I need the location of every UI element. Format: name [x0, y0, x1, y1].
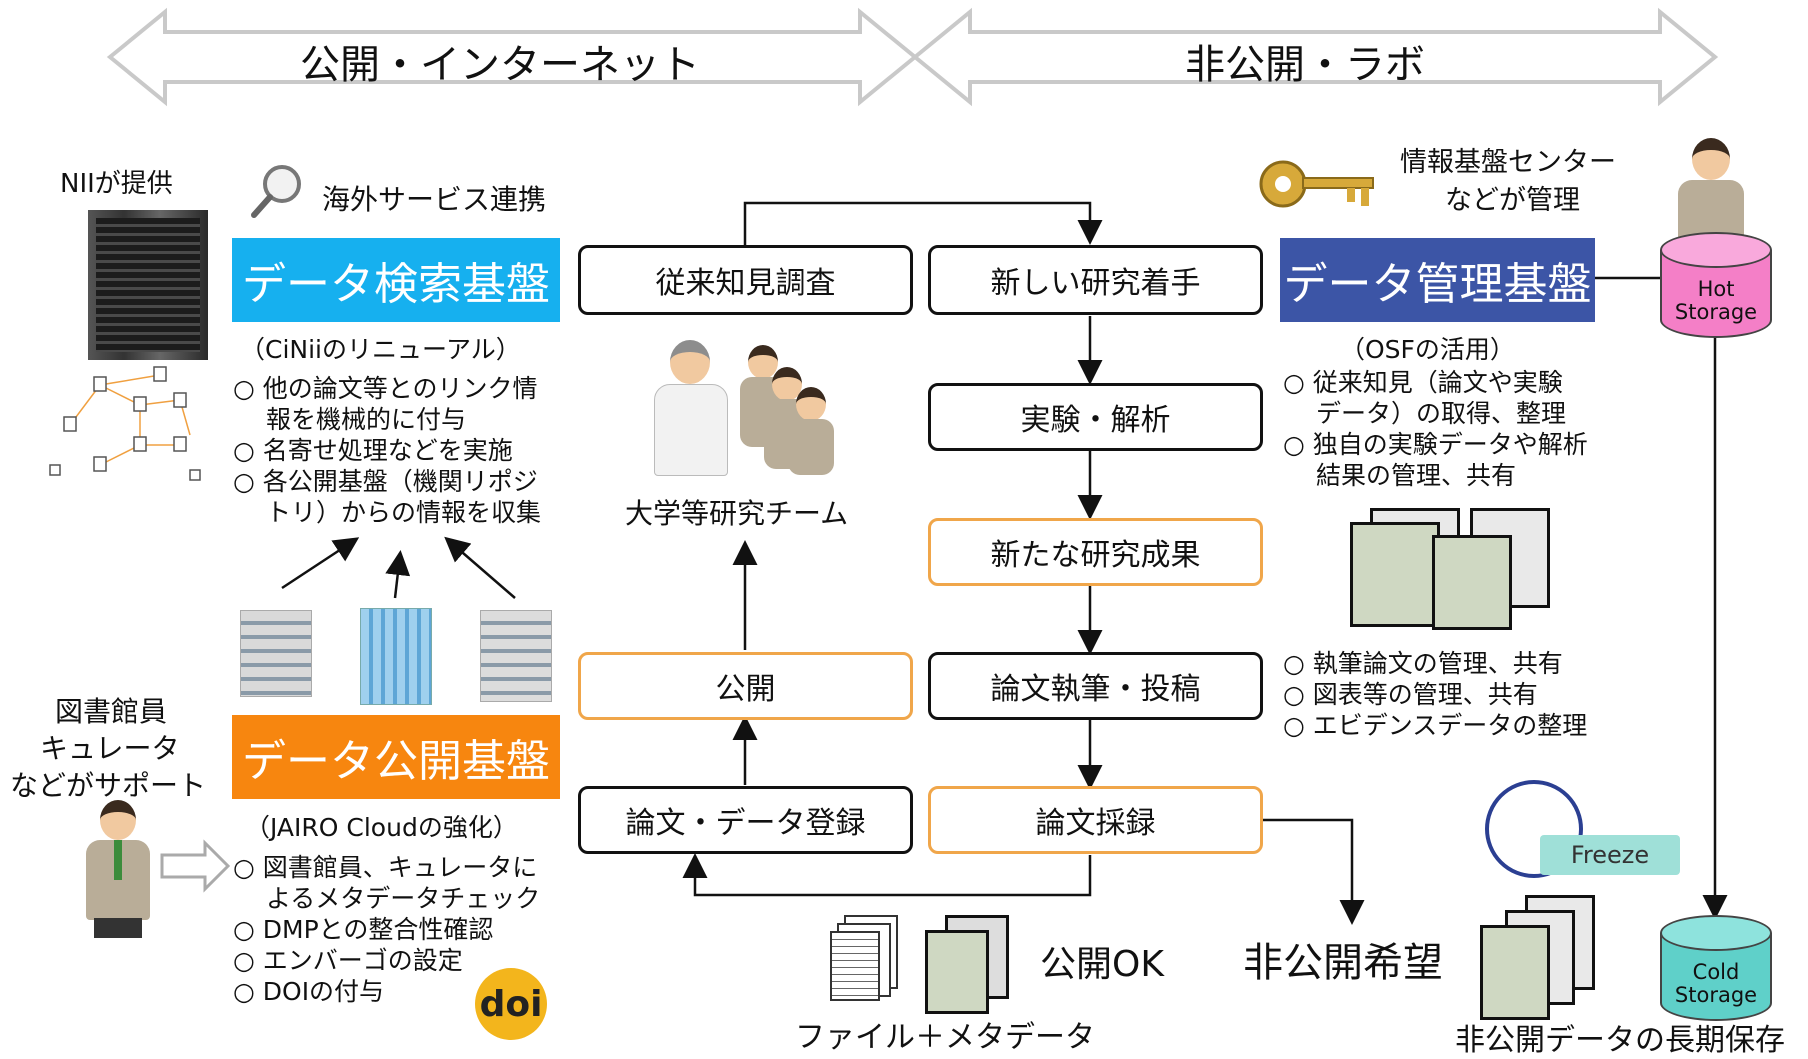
- experiment-label: 実験・解析: [1020, 403, 1171, 438]
- data-image-thumb: [925, 930, 989, 1014]
- hot-storage-label: Hot Storage: [1674, 277, 1758, 324]
- building-image-1: [240, 610, 312, 697]
- list-item: ○ DOIの付与: [233, 977, 385, 1006]
- freeze-badge: Freeze: [1540, 835, 1680, 875]
- list-item: ○ 独自の実験データや解析: [1283, 430, 1588, 459]
- acceptance-box: 論文採録: [928, 786, 1263, 854]
- data-search-platform-title: データ検索基盤: [242, 259, 550, 310]
- registration-box: 論文・データ登録: [578, 786, 913, 854]
- private-lab-label: 非公開・ラボ: [1185, 42, 1425, 88]
- list-item: 結果の管理、共有: [1283, 461, 1516, 490]
- publish-label: 公開: [715, 672, 776, 707]
- librarian-hollow-arrow: [160, 839, 231, 893]
- prior-survey-box: 従来知見調査: [578, 245, 913, 315]
- librarian-person-icon: [78, 800, 158, 940]
- data-management-platform-title: データ管理基盤: [1283, 259, 1592, 310]
- acceptance-label: 論文採録: [1035, 806, 1156, 841]
- files-metadata-label: ファイル＋メタデータ: [795, 1020, 1095, 1055]
- data-image-thumb: [1350, 522, 1440, 627]
- experiment-box: 実験・解析: [928, 383, 1263, 451]
- building1-arrow: [281, 537, 360, 590]
- researcher-person-icon: [650, 340, 730, 480]
- registration-label: 論文・データ登録: [625, 806, 866, 841]
- building-image-2: [360, 608, 432, 705]
- building2-arrow: [385, 550, 411, 599]
- cinii-subtitle: （CiNiiのリニューアル）: [240, 335, 521, 364]
- librarian-label-3: などがサポート: [10, 769, 207, 802]
- new-research-label: 新しい研究着手: [990, 266, 1201, 301]
- private-wish-label: 非公開希望: [1243, 940, 1443, 986]
- list-item: データ）の取得、整理: [1283, 399, 1566, 428]
- server-rack-image: [88, 210, 208, 360]
- new-research-box: 新しい研究着手: [928, 245, 1263, 315]
- new-results-label: 新たな研究成果: [990, 538, 1201, 573]
- key-icon: [1259, 160, 1374, 208]
- prior-survey-label: 従来知見調査: [655, 266, 836, 301]
- data-publish-platform-band: データ公開基盤: [232, 715, 560, 799]
- publish-platform-list: ○ 図書館員、キュレータに よるメタデータチェック ○ DMPとの整合性確認 ○…: [233, 852, 540, 1007]
- network-graph-image: [49, 366, 201, 481]
- osf-subtitle: （OSFの活用）: [1340, 335, 1515, 364]
- publish-ok-label: 公開OK: [1040, 944, 1164, 985]
- list-item: ○ 他の論文等とのリンク情: [233, 374, 538, 403]
- nii-label: NIIが提供: [60, 169, 173, 199]
- freeze-label: Freeze: [1570, 841, 1650, 869]
- long-term-storage-label: 非公開データの長期保存: [1455, 1023, 1785, 1058]
- overseas-service-label: 海外サービス連携: [322, 183, 547, 216]
- list-item: ○ 図表等の管理、共有: [1283, 680, 1538, 709]
- list-item: ○ エビデンスデータの整理: [1283, 711, 1588, 740]
- list-item: トリ）からの情報を収集: [233, 498, 541, 527]
- list-item: ○ 従来知見（論文や実験: [1283, 368, 1563, 397]
- center-label-1: 情報基盤センター: [1400, 147, 1616, 178]
- doi-logo-text: doi: [479, 983, 543, 1025]
- team-label: 大学等研究チーム: [625, 497, 849, 530]
- acceptance-to-registration-connector: [682, 853, 1092, 897]
- building-image-3: [480, 610, 552, 702]
- center-label-2: などが管理: [1445, 185, 1580, 216]
- librarian-label-1: 図書館員: [55, 695, 168, 728]
- list-item: ○ DMPとの整合性確認: [233, 915, 494, 944]
- doi-logo: doi: [475, 968, 547, 1040]
- acceptance-to-private-connector: [1262, 818, 1365, 925]
- list-item: ○ エンバーゴの設定: [233, 946, 463, 975]
- data-management-platform-band: データ管理基盤: [1280, 238, 1595, 322]
- data-publish-platform-title: データ公開基盤: [242, 736, 550, 787]
- list-item: ○ 各公開基盤（機関リポジ: [233, 467, 538, 496]
- list-item: ○ 図書館員、キュレータに: [233, 853, 538, 882]
- building3-arrow: [444, 536, 516, 599]
- private-double-arrow: [911, 7, 1719, 107]
- paper-writing-label: 論文執筆・投稿: [990, 672, 1201, 707]
- data-image-thumb: [1480, 925, 1550, 1020]
- survey-to-new-connector: [743, 201, 1103, 245]
- document-stack-icon: [830, 915, 900, 1005]
- list-item: ○ 名寄せ処理などを実施: [233, 436, 513, 465]
- management-platform-list-2: ○ 執筆論文の管理、共有 ○ 図表等の管理、共有 ○ エビデンスデータの整理: [1283, 648, 1587, 741]
- data-image-thumb: [1432, 535, 1512, 630]
- list-item: ○ 執筆論文の管理、共有: [1283, 649, 1563, 678]
- jairo-subtitle: （JAIRO Cloudの強化）: [245, 813, 518, 842]
- data-search-platform-band: データ検索基盤: [232, 238, 560, 322]
- public-internet-label: 公開・インターネット: [300, 42, 700, 88]
- list-item: 報を機械的に付与: [233, 405, 466, 434]
- cold-storage-cylinder: Cold Storage: [1660, 915, 1772, 1025]
- search-platform-list: ○ 他の論文等とのリンク情 報を機械的に付与 ○ 名寄せ処理などを実施 ○ 各公…: [233, 373, 541, 528]
- cold-storage-label: Cold Storage: [1674, 960, 1758, 1007]
- magnifier-icon: [251, 165, 301, 218]
- management-platform-list: ○ 従来知見（論文や実験 データ）の取得、整理 ○ 独自の実験データや解析 結果…: [1283, 367, 1588, 491]
- team-members-icon: [738, 345, 838, 475]
- hot-storage-cylinder: Hot Storage: [1660, 232, 1772, 342]
- librarian-label-2: キュレータ: [40, 732, 180, 765]
- new-results-box: 新たな研究成果: [928, 518, 1263, 586]
- list-item: よるメタデータチェック: [233, 884, 541, 913]
- publish-box: 公開: [578, 652, 913, 720]
- paper-writing-box: 論文執筆・投稿: [928, 652, 1263, 720]
